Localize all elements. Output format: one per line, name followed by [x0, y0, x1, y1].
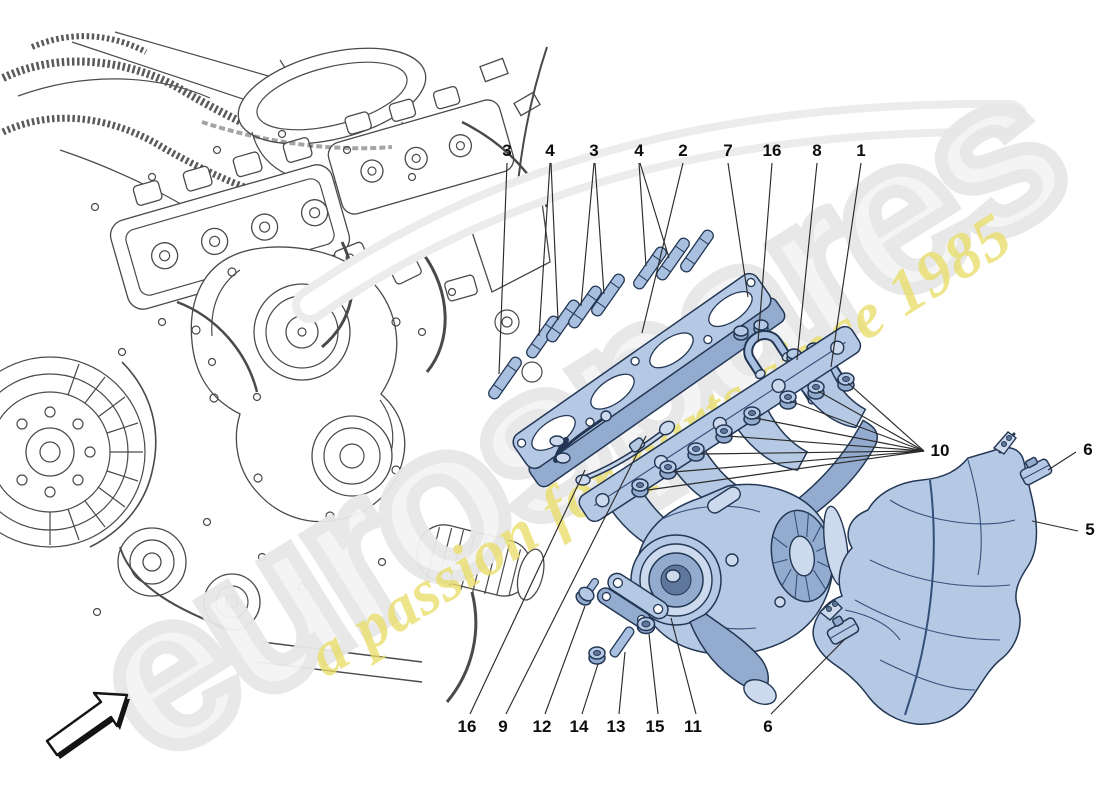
- callout-8-top: 8: [812, 141, 822, 160]
- callout-12-bottom: 12: [532, 717, 552, 736]
- callout-15-bottom: 15: [645, 717, 665, 736]
- manifold-gasket: [512, 272, 786, 488]
- callout-16-top: 16: [762, 141, 782, 160]
- callout-2-top: 2: [678, 141, 688, 160]
- callout-11-bottom: 11: [684, 717, 702, 736]
- callout-10-right: 10: [930, 441, 950, 460]
- callout-16-bottom: 16: [457, 717, 477, 736]
- callout-4-top-b: 4: [634, 141, 644, 160]
- callout-14-bottom: 14: [569, 717, 589, 736]
- callout-3-top-a: 3: [502, 141, 512, 160]
- callout-9-bottom: 9: [498, 717, 508, 736]
- callout-4-top-a: 4: [545, 141, 555, 160]
- callout-3-top-b: 3: [589, 141, 599, 160]
- turbo-support-fasteners: [575, 572, 669, 665]
- manifold-studs: [488, 229, 714, 400]
- callout-1-top: 1: [856, 141, 866, 160]
- direction-arrow-icon: [45, 691, 130, 759]
- support-brackets: [549, 410, 676, 486]
- callout-7-top: 7: [723, 141, 733, 160]
- callout-5-right: 5: [1085, 520, 1095, 539]
- heat-shield: [812, 431, 1053, 725]
- callout-6-bottom: 6: [763, 717, 773, 736]
- callout-6-right: 6: [1083, 440, 1093, 459]
- callout-leader-lines: [469, 162, 1079, 715]
- callout-13-bottom: 13: [606, 717, 626, 736]
- turbocharger: [630, 483, 849, 705]
